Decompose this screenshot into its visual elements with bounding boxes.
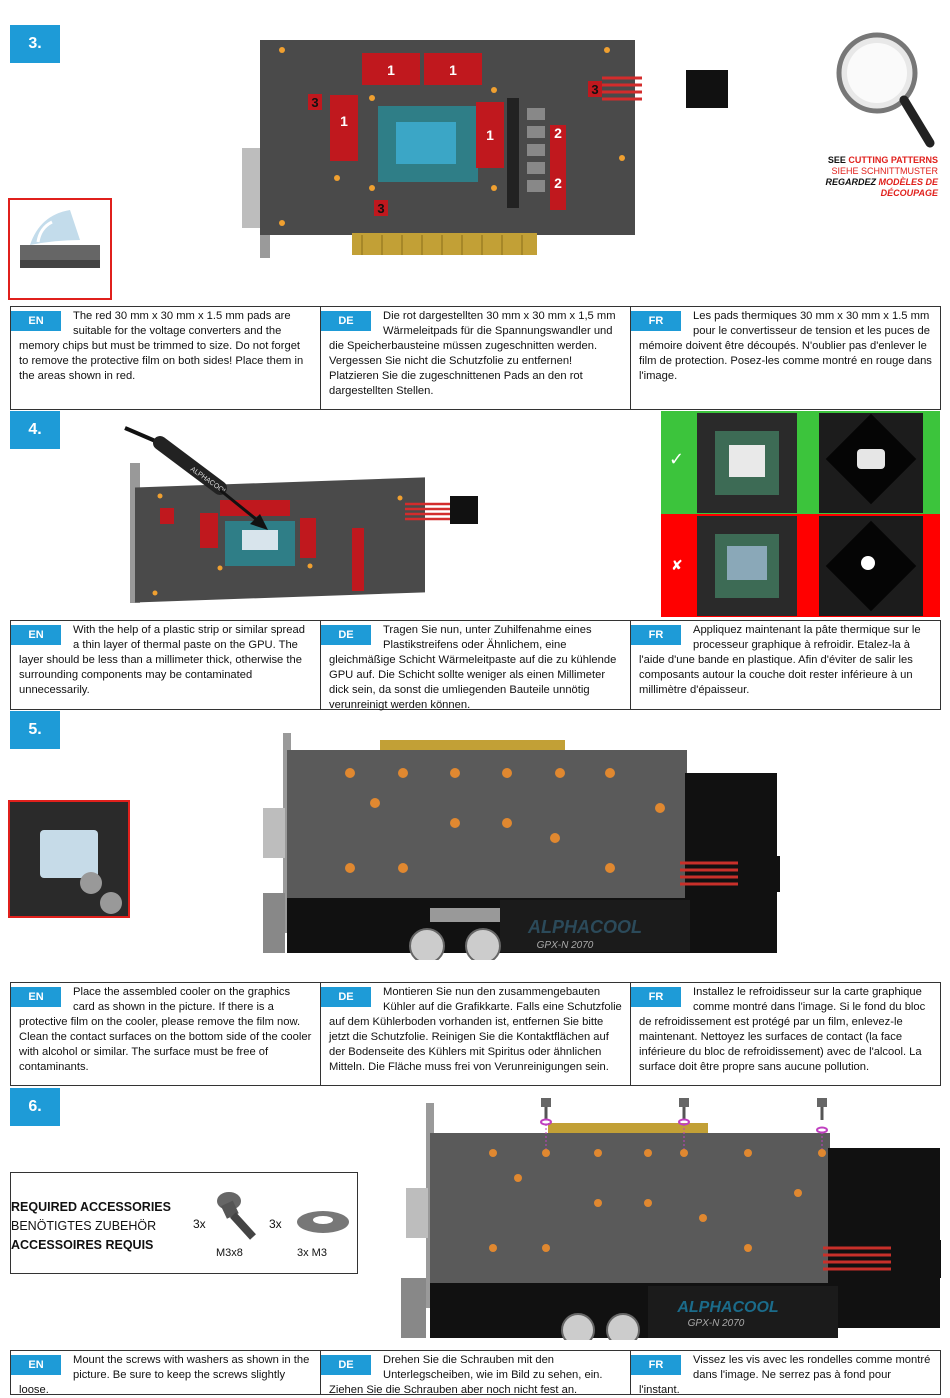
step-6-screws-illustration: ALPHACOOL GPX-N 2070 (401, 1098, 941, 1340)
cooler-brand-logo: ALPHACOOL (676, 1299, 778, 1316)
step-5-de-text: Montieren Sie nun den zusammengebauten K… (329, 986, 622, 1073)
step-5-en-cell: EN Place the assembled cooler on the gra… (11, 983, 321, 1085)
lang-badge-en: EN (11, 987, 61, 1007)
pad-label-3c: 3 (377, 201, 384, 216)
screw-icon (217, 1192, 256, 1240)
lang-badge-en: EN (11, 311, 61, 331)
step-3-pcb-illustration: 1 1 1 1 2 2 3 3 3 (242, 40, 642, 258)
accessories-title-de: BENÖTIGTES ZUBEHÖR (11, 1219, 157, 1233)
step-6-fr-text: Vissez les vis avec les rondelles comme … (639, 1354, 931, 1396)
cutting-patterns-link[interactable]: CUTTING PATTERNS (848, 155, 938, 165)
step-3-de-cell: DE Die rot dargestellten 30 mm x 30 mm x… (321, 307, 631, 409)
step-4-en-cell: EN With the help of a plastic strip or s… (11, 621, 321, 709)
cross-icon: ✘ (671, 557, 683, 573)
lang-badge-fr: FR (631, 1355, 681, 1375)
cooler-model-label: GPX-N 2070 (688, 1318, 745, 1329)
step-5-fr-text: Installez le refroidisseur sur la carte … (639, 986, 926, 1073)
lang-badge-de: DE (321, 625, 371, 645)
lang-badge-fr: FR (631, 625, 681, 645)
cooler-model-label: GPX-N 2070 (537, 940, 594, 951)
pad-label-2a: 2 (554, 125, 562, 141)
step-4-fr-text: Appliquez maintenant la pâte thermique s… (639, 624, 921, 696)
cooler-brand-logo: ALPHACOOL (527, 917, 642, 937)
step-5-fr-cell: FR Installez le refroidisseur sur la car… (631, 983, 940, 1085)
lang-badge-de: DE (321, 1355, 371, 1375)
paste-good-gpu-photo (697, 413, 797, 513)
washer-icon (297, 1211, 349, 1233)
step-6-fr-cell: FR Vissez les vis avec les rondelles com… (631, 1351, 940, 1396)
pad-label-1b: 1 (449, 62, 457, 78)
step-4-number: 4. (10, 411, 60, 449)
step-3-en-cell: EN The red 30 mm x 30 mm x 1.5 mm pads a… (11, 307, 321, 409)
lang-badge-de: DE (321, 987, 371, 1007)
step-6-de-text: Drehen Sie die Schrauben mit den Unterle… (329, 1354, 603, 1396)
screw-quantity: 3x (193, 1217, 206, 1231)
paste-comparison-panel: ✓ ✘ (661, 411, 940, 617)
lang-badge-de: DE (321, 311, 371, 331)
pad-label-1a: 1 (387, 62, 395, 78)
lang-badge-fr: FR (631, 311, 681, 331)
step-3-de-text: Die rot dargestellten 30 mm x 30 mm x 1,… (329, 310, 616, 397)
pad-label-1d: 1 (486, 127, 494, 143)
pad-label-2b: 2 (554, 175, 562, 191)
pad-label-3a: 3 (311, 95, 318, 110)
screw-name: M3x8 (216, 1247, 243, 1259)
modeles-link[interactable]: MODÈLES DE (878, 177, 938, 187)
step-3-film-thumbnail (8, 198, 112, 300)
step-5-cooler-illustration: ALPHACOOL GPX-N 2070 (263, 733, 780, 960)
step-6-number: 6. (10, 1088, 60, 1126)
step-4-de-cell: DE Tragen Sie nun, unter Zuhilfenahme ei… (321, 621, 631, 711)
accessories-title-en: REQUIRED ACCESSORIES (11, 1200, 171, 1214)
required-accessories-box: REQUIRED ACCESSORIES BENÖTIGTES ZUBEHÖR … (10, 1172, 358, 1274)
paste-good-cooler-photo (819, 413, 923, 513)
step-4-en-text: With the help of a plastic strip or simi… (19, 624, 305, 696)
lang-badge-en: EN (11, 1355, 61, 1375)
step-5-number: 5. (10, 711, 60, 749)
step-4-fr-cell: FR Appliquez maintenant la pâte thermiqu… (631, 621, 940, 709)
step-3-fr-text: Les pads thermiques 30 mm x 30 mm x 1.5 … (639, 310, 932, 382)
step-3-fr-cell: FR Les pads thermiques 30 mm x 30 mm x 1… (631, 307, 940, 409)
step-6-en-cell: EN Mount the screws with washers as show… (11, 1351, 321, 1396)
lang-badge-fr: FR (631, 987, 681, 1007)
step-5-film-thumbnail (8, 800, 130, 918)
accessories-title-fr: ACCESSOIRES REQUIS (11, 1238, 154, 1252)
step-6-en-text: Mount the screws with washers as shown i… (19, 1354, 310, 1396)
pad-label-1c: 1 (340, 113, 348, 129)
pad-label-3b: 3 (591, 82, 598, 97)
paste-bad-cooler-photo (819, 516, 923, 616)
step-5-en-text: Place the assembled cooler on the graphi… (19, 986, 312, 1073)
step-3-en-text: The red 30 mm x 30 mm x 1.5 mm pads are … (19, 310, 304, 382)
paste-bad-gpu-photo (697, 516, 797, 616)
step-3-number: 3. (10, 25, 60, 63)
step-3-connector (686, 70, 728, 108)
washer-name: 3x M3 (297, 1247, 327, 1259)
see-cutting-patterns: SEE CUTTING PATTERNS SIEHE SCHNITTMUSTER… (825, 155, 938, 198)
step-5-de-cell: DE Montieren Sie nun den zusammengebaute… (321, 983, 631, 1085)
magnifier-icon (836, 32, 935, 148)
check-icon: ✓ (669, 449, 685, 469)
washer-quantity: 3x (269, 1217, 282, 1231)
step-4-thermal-paste-illustration: ALPHACOOL (124, 426, 478, 603)
lang-badge-en: EN (11, 625, 61, 645)
step-4-de-text: Tragen Sie nun, unter Zuhilfenahme eines… (329, 624, 617, 711)
step-6-de-cell: DE Drehen Sie die Schrauben mit den Unte… (321, 1351, 631, 1396)
